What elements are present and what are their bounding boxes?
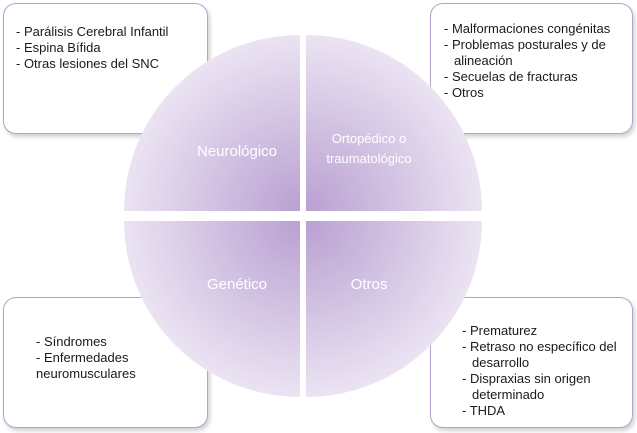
quadrant-label-neurologico: Neurológico (197, 143, 277, 160)
quadrant-label-otros: Otros (351, 276, 388, 293)
list-item: - THDA (462, 403, 506, 418)
list-item: - Otras lesiones del SNC (16, 56, 160, 71)
list-item: neuromusculares (36, 366, 136, 381)
neurologico-callout-box: - Parálisis Cerebral Infantil - Espina B… (3, 3, 208, 134)
list-item: - Parálisis Cerebral Infantil (16, 24, 169, 39)
list-item: - Problemas posturales y de alineación (444, 37, 606, 68)
otros-callout-box: - Prematurez - Retraso no específico del… (430, 297, 633, 428)
list-item: - Secuelas de fracturas (444, 69, 578, 84)
quadrant-label-ortopedico-line1: Ortopédico o (332, 131, 406, 146)
list-item: - Espina Bífida (16, 40, 101, 55)
quadrant-label-ortopedico-line2: traumatológico (326, 151, 411, 166)
quadrant-neurologico (124, 35, 300, 211)
quadrant-otros (306, 221, 482, 397)
list-item: - Enfermedades (36, 350, 129, 365)
list-item: - Síndromes (36, 334, 107, 349)
quadrant-label-genetico: Genético (207, 276, 267, 293)
quadrant-genetico (124, 221, 300, 397)
list-item: - Prematurez (462, 323, 538, 338)
list-item: - Dispraxias sin origen determinado (462, 371, 591, 402)
list-item: - Malformaciones congénitas (444, 21, 611, 36)
list-item: - Otros (444, 85, 484, 100)
list-item: - Retraso no específico del desarrollo (462, 339, 617, 370)
quadrant-ortopedico (306, 35, 482, 211)
ortopedico-callout-box: - Malformaciones congénitas - Problemas … (430, 3, 633, 134)
